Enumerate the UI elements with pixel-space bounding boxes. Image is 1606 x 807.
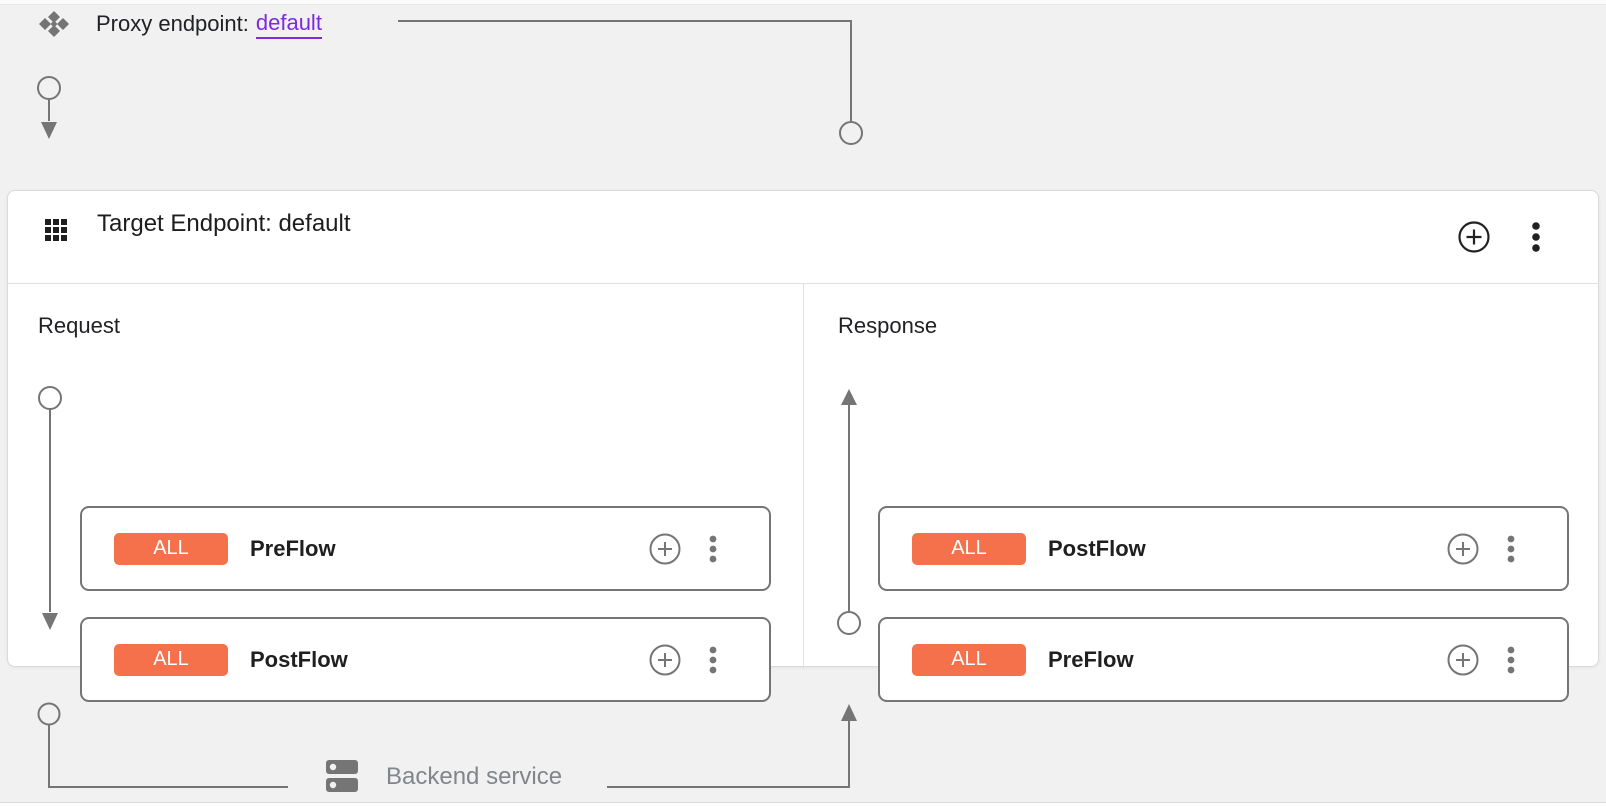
target-endpoint-title: Target Endpoint: default bbox=[97, 210, 351, 237]
kebab-menu-icon bbox=[709, 535, 717, 562]
flow-card-response-postflow[interactable]: ALL PostFlow bbox=[878, 506, 1569, 591]
kebab-menu-icon bbox=[709, 646, 717, 673]
add-flow-button[interactable] bbox=[1450, 191, 1498, 283]
add-policy-button[interactable] bbox=[1446, 643, 1480, 677]
arrow-up-icon bbox=[841, 704, 857, 721]
connector-outbound-circle bbox=[37, 702, 61, 726]
flow-menu-button[interactable] bbox=[1504, 532, 1518, 566]
kebab-menu-icon bbox=[1507, 646, 1515, 673]
connector-start-circle bbox=[37, 76, 61, 100]
connector-from-backend bbox=[607, 721, 850, 788]
connector-proxy-to-target bbox=[398, 20, 852, 121]
target-endpoint-header: Target Endpoint: default bbox=[8, 191, 1598, 284]
flow-menu-button[interactable] bbox=[706, 532, 720, 566]
flow-menu-button[interactable] bbox=[706, 643, 720, 677]
target-endpoint-menu-button[interactable] bbox=[1518, 191, 1554, 283]
flow-name: PostFlow bbox=[1048, 535, 1146, 561]
flow-condition-badge: ALL bbox=[912, 643, 1026, 676]
flow-card-request-preflow[interactable]: ALL PreFlow bbox=[80, 506, 771, 591]
kebab-menu-icon bbox=[1532, 222, 1540, 252]
response-section-label: Response bbox=[838, 313, 938, 338]
add-policy-button[interactable] bbox=[648, 643, 682, 677]
grid-icon bbox=[45, 219, 67, 241]
connector-to-backend bbox=[48, 725, 288, 788]
flow-name: PreFlow bbox=[250, 535, 336, 561]
add-policy-button[interactable] bbox=[648, 532, 682, 566]
connector-endpoint-circle bbox=[839, 121, 863, 145]
add-policy-button[interactable] bbox=[1446, 532, 1480, 566]
top-edge-divider bbox=[0, 0, 1606, 5]
kebab-menu-icon bbox=[1507, 535, 1515, 562]
flow-card-response-preflow[interactable]: ALL PreFlow bbox=[878, 617, 1569, 702]
flow-menu-button[interactable] bbox=[1504, 643, 1518, 677]
request-response-divider bbox=[803, 284, 804, 668]
plus-circle-icon bbox=[649, 644, 681, 675]
proxy-endpoint-label: Proxy endpoint: bbox=[96, 11, 249, 36]
proxy-endpoint-node: Proxy endpoint: default bbox=[38, 8, 322, 40]
plus-circle-icon bbox=[1458, 221, 1490, 253]
target-endpoint-panel: Target Endpoint: default Request Respons… bbox=[7, 190, 1599, 702]
proxy-endpoint-link[interactable]: default bbox=[255, 10, 322, 39]
plus-circle-icon bbox=[649, 533, 681, 564]
flow-condition-badge: ALL bbox=[912, 532, 1026, 565]
plus-circle-icon bbox=[1447, 644, 1479, 675]
request-section-label: Request bbox=[38, 313, 120, 338]
target-endpoint-body: Request Response ALL PreFlow ALL PostFlo… bbox=[8, 284, 1598, 702]
backend-service-icon bbox=[326, 760, 358, 792]
bottom-edge-divider bbox=[0, 802, 1606, 807]
flow-name: PreFlow bbox=[1048, 646, 1134, 672]
flow-condition-badge: ALL bbox=[114, 532, 228, 565]
flow-card-request-postflow[interactable]: ALL PostFlow bbox=[80, 617, 771, 702]
plus-circle-icon bbox=[1447, 533, 1479, 564]
flow-condition-badge: ALL bbox=[114, 643, 228, 676]
backend-service-label: Backend service bbox=[386, 763, 563, 790]
backend-service-node: Backend service bbox=[326, 760, 562, 794]
arrow-down-icon bbox=[41, 122, 57, 139]
flow-name: PostFlow bbox=[250, 646, 348, 672]
proxy-endpoint-icon bbox=[39, 11, 69, 37]
